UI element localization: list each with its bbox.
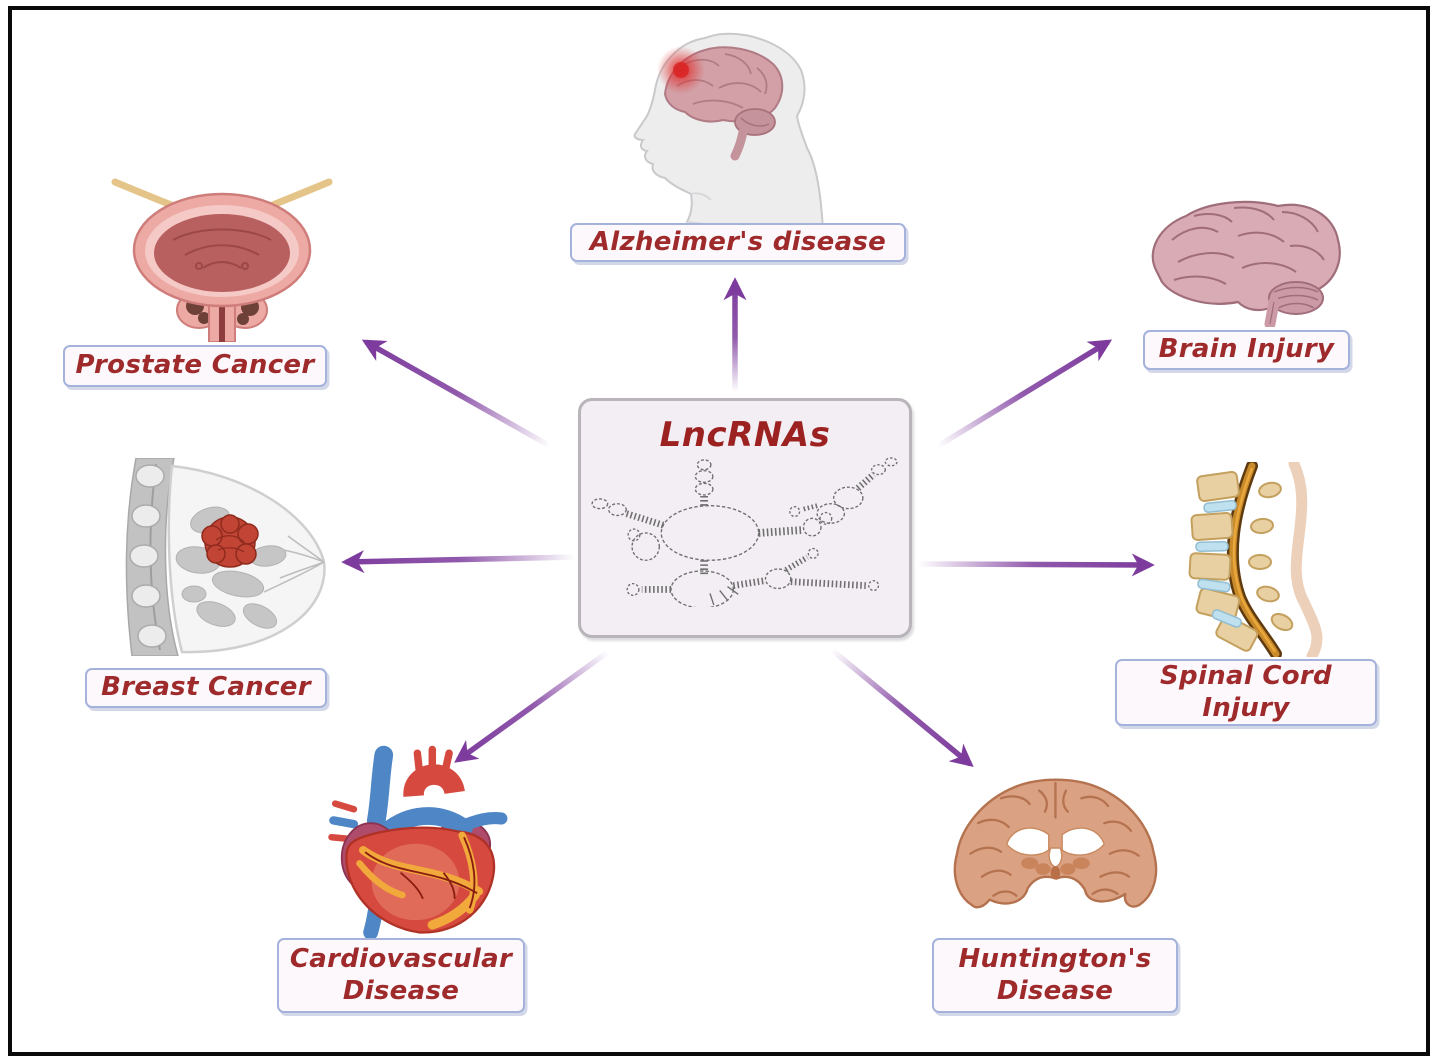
- label-spinal-cord-injury: Spinal Cord Injury: [1115, 659, 1377, 726]
- label-text-huntingtons: Huntington's Disease: [958, 943, 1152, 1006]
- alzheimers-head-illustration: [633, 32, 825, 231]
- label-cardiovascular-disease: Cardiovascular Disease: [277, 938, 525, 1013]
- label-text-spinal: Spinal Cord Injury: [1160, 660, 1332, 723]
- lncrnas-center-box: LncRNAs: [578, 398, 912, 638]
- label-alzheimers-disease: Alzheimer's disease: [570, 223, 906, 262]
- label-prostate-cancer: Prostate Cancer: [63, 345, 327, 387]
- label-text-cardio: Cardiovascular Disease: [289, 943, 513, 1006]
- breast-cancer-illustration: [125, 458, 326, 656]
- huntingtons-brain-illustration: [953, 778, 1158, 909]
- bladder-prostate-illustration: [111, 178, 333, 342]
- brain-injury-illustration: [1151, 200, 1341, 327]
- label-brain-injury: Brain Injury: [1143, 330, 1350, 370]
- heart-illustration: [328, 745, 508, 938]
- label-huntingtons-disease: Huntington's Disease: [932, 938, 1178, 1013]
- label-breast-cancer: Breast Cancer: [85, 668, 327, 708]
- rna-structure-icon: [591, 457, 898, 607]
- label-text-breast: Breast Cancer: [101, 672, 311, 703]
- label-text-brain-injury: Brain Injury: [1158, 334, 1335, 365]
- label-text-prostate: Prostate Cancer: [75, 350, 315, 381]
- ventricles: [1005, 827, 1105, 868]
- center-title: LncRNAs: [659, 415, 831, 455]
- breast-tumor: [201, 514, 259, 568]
- spinal-cord-illustration: [1188, 462, 1323, 657]
- label-text-alzheimers: Alzheimer's disease: [589, 226, 887, 257]
